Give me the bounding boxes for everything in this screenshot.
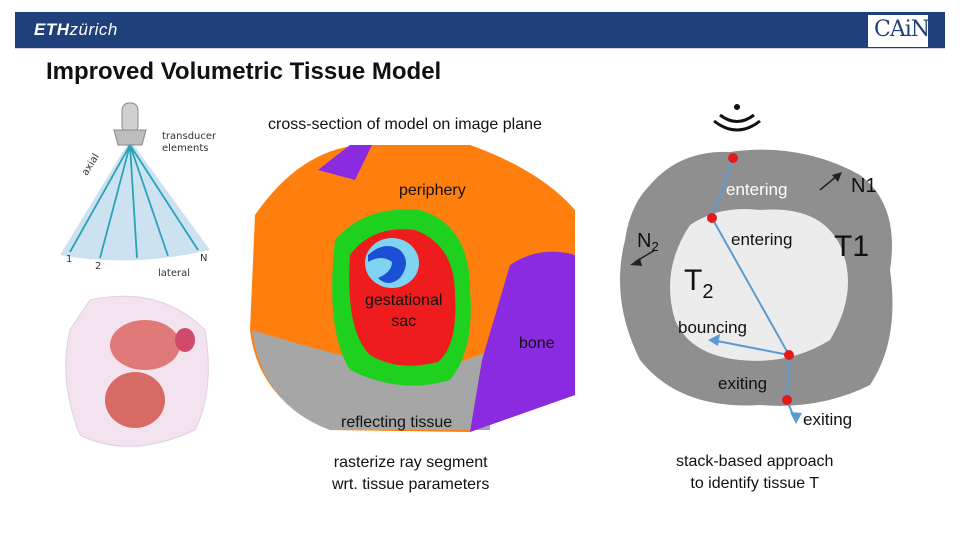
beam-line xyxy=(69,144,131,253)
intersection-point xyxy=(782,395,792,405)
intersection-point xyxy=(784,350,794,360)
fetus-blob xyxy=(368,246,406,283)
bone-label: bone xyxy=(519,335,555,352)
normal-n2-head xyxy=(630,258,642,266)
index-2-label: 2 xyxy=(95,261,102,272)
source-wave-icon xyxy=(713,119,761,132)
entering-label-1: entering xyxy=(726,180,788,199)
title-divider xyxy=(15,48,945,49)
beam-line xyxy=(129,144,138,259)
fetus-limb xyxy=(175,328,195,352)
t2-label: T2 xyxy=(684,264,714,303)
fetus-body xyxy=(105,372,165,428)
stack-caption: stack-based approach to identify tissue … xyxy=(676,453,834,492)
ray-segment xyxy=(711,157,734,219)
n1-label: N1 xyxy=(851,175,877,197)
eth-logo: ETHzürich xyxy=(34,20,118,39)
beam-line xyxy=(129,144,199,251)
beam-line xyxy=(99,144,131,259)
header-bar xyxy=(15,12,945,48)
bouncing-label: bouncing xyxy=(678,318,748,337)
intersection-point xyxy=(728,153,738,163)
t1-label: T1 xyxy=(834,230,870,263)
periphery-label: periphery xyxy=(399,182,466,199)
transducer-label: transducer elements xyxy=(162,131,217,154)
slide-title: Improved Volumetric Tissue Model xyxy=(46,58,442,85)
purple-region-top xyxy=(318,145,372,180)
bounce-arrow xyxy=(711,339,790,356)
tissue-t2 xyxy=(670,209,848,361)
source-wave-icon xyxy=(719,113,755,123)
index-n-label: N xyxy=(200,253,208,264)
fetus-head xyxy=(110,320,180,370)
cain-logo: CAiN xyxy=(867,14,930,48)
beam-line xyxy=(129,144,169,257)
rasterize-caption: rasterize ray segment wrt. tissue parame… xyxy=(332,454,490,493)
lateral-label: lateral xyxy=(158,268,190,279)
ray-segment xyxy=(711,217,790,356)
reflecting-tissue-label: reflecting tissue xyxy=(341,414,453,431)
gestational-sac-label: gestational sac xyxy=(365,292,443,330)
n2-label: N2 xyxy=(637,230,659,254)
index-1-label: 1 xyxy=(66,254,73,265)
entering-label-2: entering xyxy=(731,230,793,249)
beam-fan xyxy=(60,140,210,261)
intersection-point xyxy=(707,213,717,223)
exiting-label-2: exiting xyxy=(803,410,853,429)
ray-segment xyxy=(786,354,790,401)
cross-section-caption: cross-section of model on image plane xyxy=(268,116,542,133)
normal-n1-head xyxy=(832,172,842,182)
exiting-label-1: exiting xyxy=(718,374,768,393)
bounce-arrowhead xyxy=(708,334,720,346)
exit-arrowhead xyxy=(790,412,802,424)
grey-region xyxy=(252,330,490,430)
source-icon xyxy=(734,104,740,110)
cain-logo-text: CAiN xyxy=(874,17,930,42)
bone-region xyxy=(470,251,575,432)
transducer-base xyxy=(113,129,147,146)
